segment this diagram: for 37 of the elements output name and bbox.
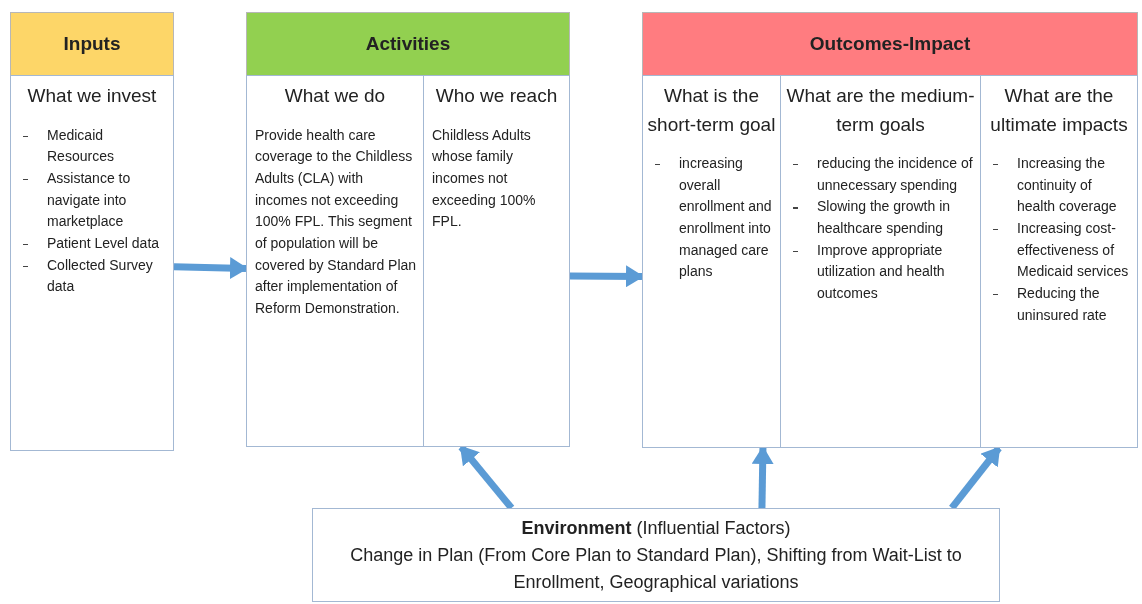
bullet-text: Increasing the continuity of health coverage <box>1017 154 1118 217</box>
column-heading: What are the medium-term goals <box>785 84 976 137</box>
bullet-text: Assistance to navigate into marketplace <box>47 168 132 232</box>
column-heading: What we do <box>283 84 387 108</box>
stage-header <box>642 12 1138 76</box>
bullet-text: Collected Survey data <box>47 255 154 297</box>
column-heading: What are the ultimate impacts <box>989 84 1129 137</box>
column-box <box>246 75 424 447</box>
column-text: Provide health care coverage to the Childless Adults (CLA) with incomes not exceeding 100% FPL. This segment of population will be covered by Standard Plan after implementation of Reform Demonstration. <box>254 125 418 318</box>
column-box <box>10 75 174 451</box>
stage-title: Inputs <box>63 33 121 55</box>
column-box <box>642 75 781 448</box>
column-box <box>423 75 570 447</box>
column-box <box>980 75 1138 448</box>
column-box <box>780 75 981 448</box>
bullet-text: reducing the incidence of unnecessary spending <box>817 154 974 195</box>
arrow <box>751 446 774 509</box>
stage-title: Activities <box>365 33 451 55</box>
bullet-text: Patient Level data <box>47 233 161 253</box>
column-heading: What is the short-term goal <box>647 84 776 137</box>
bullet-text: Reducing the uninsured rate <box>1017 284 1108 325</box>
column-text: Childless Adults whose family incomes not exceeding 100% FPL. <box>431 125 537 232</box>
stage-title: Outcomes-Impact <box>809 33 971 55</box>
environment-box <box>312 508 1000 602</box>
bullet-text: Slowing the growth in healthcare spending <box>817 197 952 239</box>
environment-text: Change in Plan (From Core Plan to Standard Plan), Shifting from Wait-List to Enrollment, Geographical variations <box>349 543 963 594</box>
bullet-text: Medicaid Resources <box>47 125 115 167</box>
arrow <box>173 257 248 280</box>
stage-header <box>246 12 570 76</box>
stage-header <box>10 12 174 76</box>
arrow <box>569 265 644 288</box>
bullet-text: increasing overall enrollment and enrollment into managed care plans <box>679 154 773 282</box>
column-heading: What we invest <box>26 84 158 108</box>
bullet-text: Improve appropriate utilization and health outcomes <box>817 240 946 304</box>
bullet-text: Increasing cost-effectiveness of Medicaid services <box>1017 219 1130 282</box>
column-heading: Who we reach <box>434 84 559 108</box>
environment-title: Environment (Influential Factors) <box>521 516 791 540</box>
